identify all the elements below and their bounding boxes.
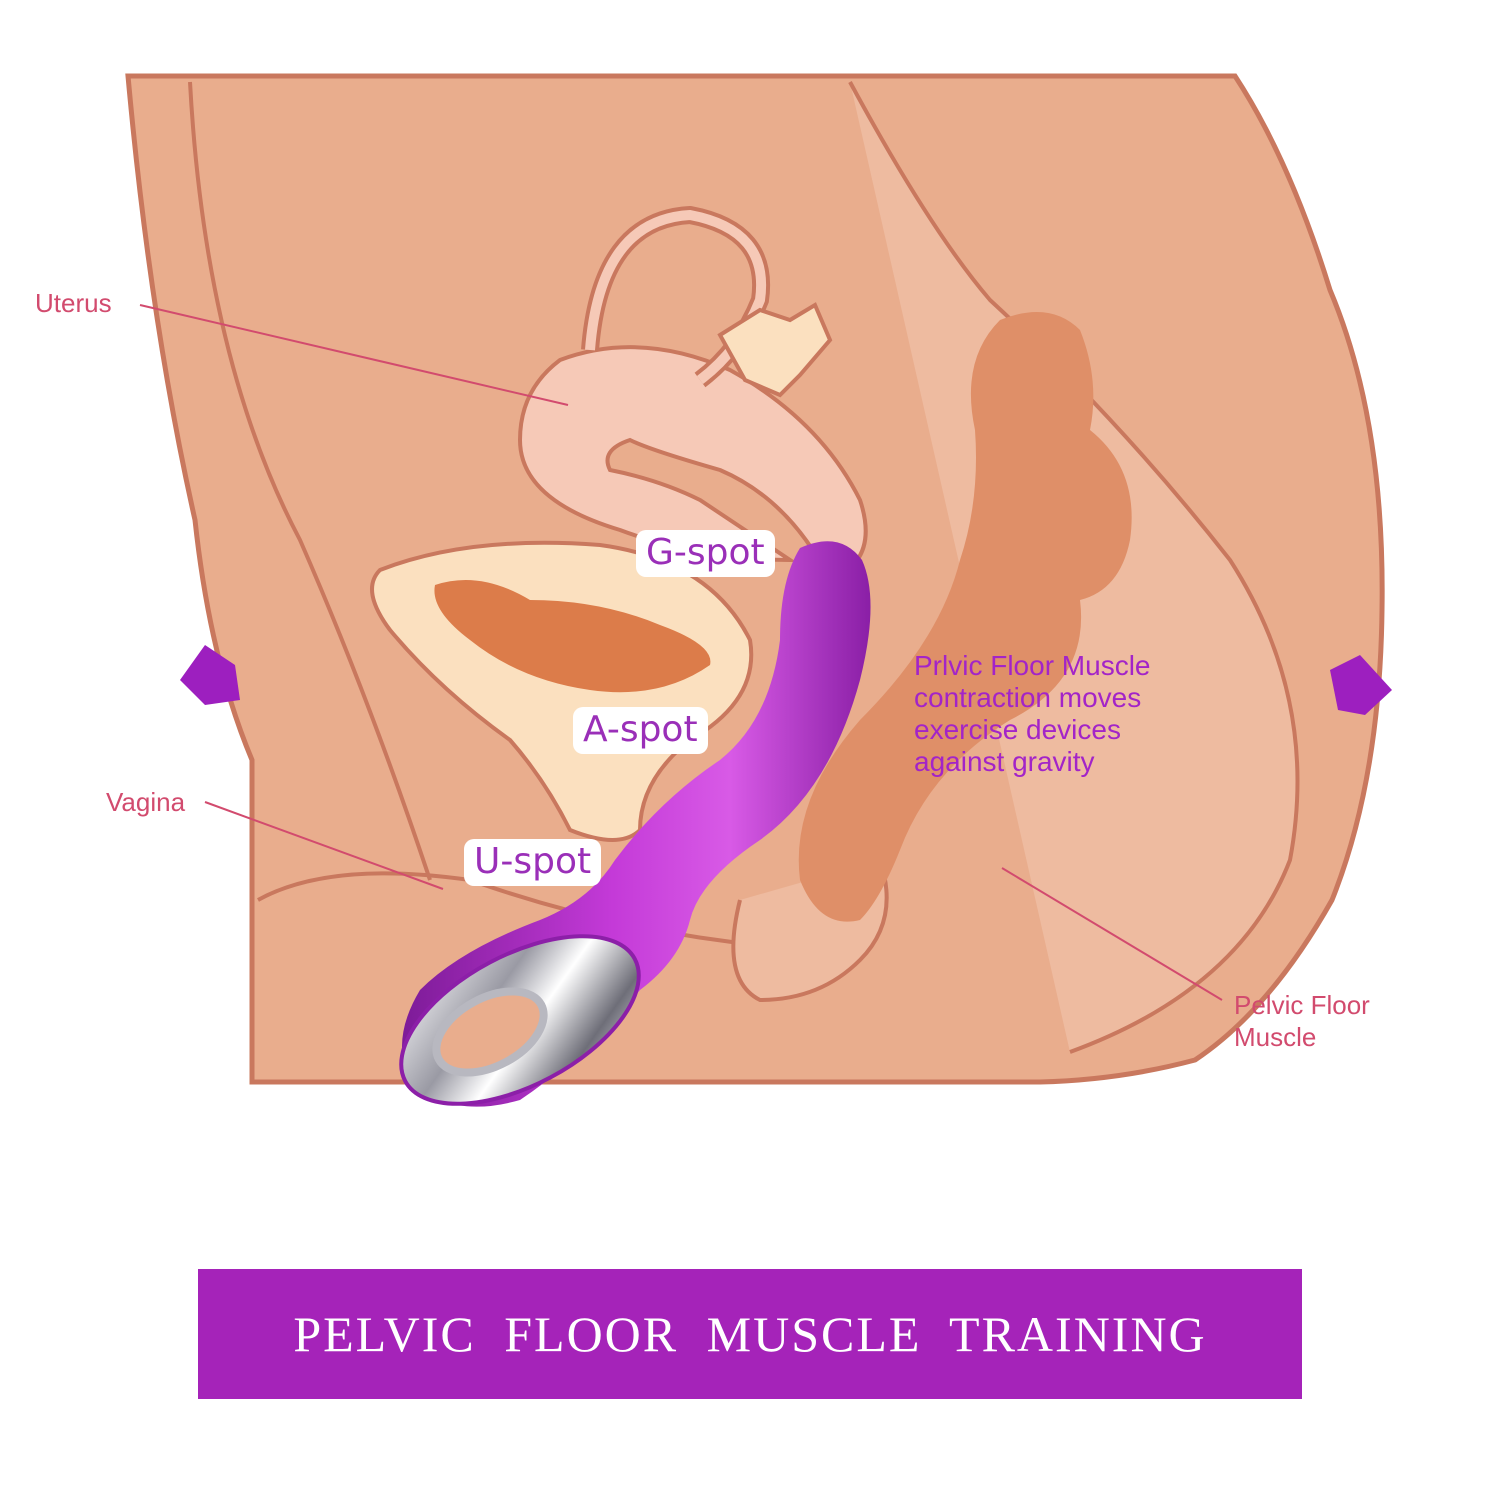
fimbriae [717, 302, 833, 398]
banner-title: PELVIC FLOOR MUSCLE TRAINING [293, 1306, 1207, 1362]
thigh-contour [257, 871, 821, 952]
title-banner: PELVIC FLOOR MUSCLE TRAINING [198, 1269, 1302, 1399]
u-spot-label: U-spot [464, 839, 602, 887]
uterus-label: Uterus [35, 288, 112, 318]
rectum [798, 312, 1132, 922]
uterus-leader-line [139, 304, 569, 406]
g-spot-label: G-spot [636, 530, 775, 578]
vagina-leader-line [204, 801, 444, 890]
hip-contour [188, 81, 432, 881]
arrow-left-icon [1330, 655, 1392, 715]
device-ring-hole [432, 987, 548, 1077]
vagina-label: Vagina [106, 787, 186, 817]
contraction-note: Prlvic Floor Muscle contraction moves ex… [914, 650, 1151, 777]
muscle-leader-line [1001, 867, 1223, 1001]
a-spot-label: A-spot [573, 707, 708, 755]
bladder-interior [434, 580, 711, 693]
pelvic-floor-muscle-label: Pelvic Floor Muscle [1234, 990, 1370, 1052]
uterus [517, 345, 868, 583]
arrow-right-icon [180, 645, 240, 705]
